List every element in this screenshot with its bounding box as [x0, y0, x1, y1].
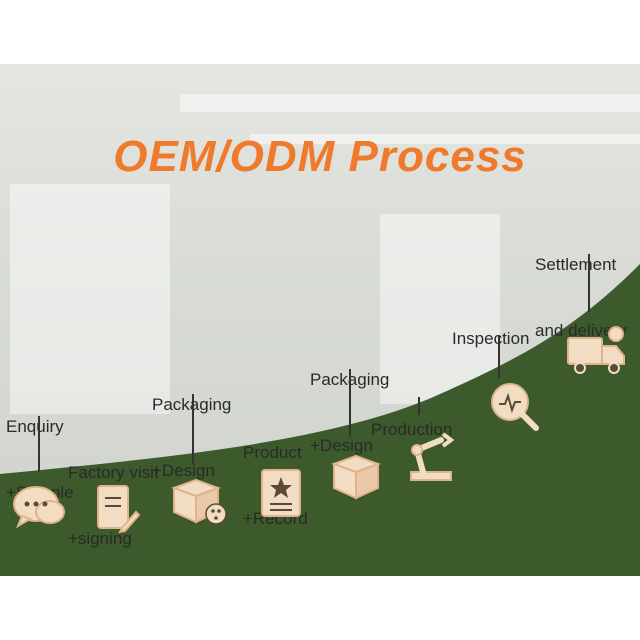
box-icon	[331, 454, 381, 500]
page-title: OEM/ODM Process	[113, 132, 527, 181]
box-palette-icon	[171, 478, 227, 525]
step-connector	[192, 394, 194, 464]
process-banner: OEM/ODM Process Enquiry +Sample Factory …	[0, 64, 640, 576]
certificate-icon	[261, 469, 301, 517]
magnifier-icon	[491, 383, 539, 431]
step-label-line1: Product	[243, 443, 302, 462]
step-label: Packaging +Design	[152, 350, 231, 526]
background-beam	[180, 94, 640, 112]
background-window	[10, 184, 170, 414]
background-window	[380, 214, 500, 404]
step-label: Settlement and delivery	[535, 210, 627, 386]
step-label-line1: Packaging	[152, 394, 231, 416]
step-connector	[498, 336, 500, 378]
delivery-truck-icon	[567, 326, 625, 374]
step-label-line1: Production	[371, 420, 453, 439]
step-label-line1: Settlement	[535, 255, 617, 274]
step-connector	[349, 369, 351, 437]
step-label: Factory visit +signing	[68, 418, 159, 576]
chat-bubbles-icon	[13, 486, 65, 529]
background-beam	[250, 134, 640, 144]
step-label-line1: Inspection	[452, 329, 530, 348]
step-connector	[418, 397, 420, 415]
step-label-line2: +signing	[68, 529, 132, 548]
step-label-line1: Factory visit	[68, 463, 159, 482]
robot-arm-icon	[410, 432, 455, 481]
step-label: Production	[371, 375, 452, 485]
step-label-line1: Enquiry	[6, 417, 64, 436]
step-label: Inspection	[452, 284, 530, 394]
step-label-line2: +Design	[152, 461, 215, 480]
green-wave	[0, 264, 640, 576]
step-label-line2: +Design	[310, 436, 373, 455]
document-pen-icon	[97, 485, 140, 534]
step-connector	[38, 416, 40, 472]
step-connector	[588, 254, 590, 312]
